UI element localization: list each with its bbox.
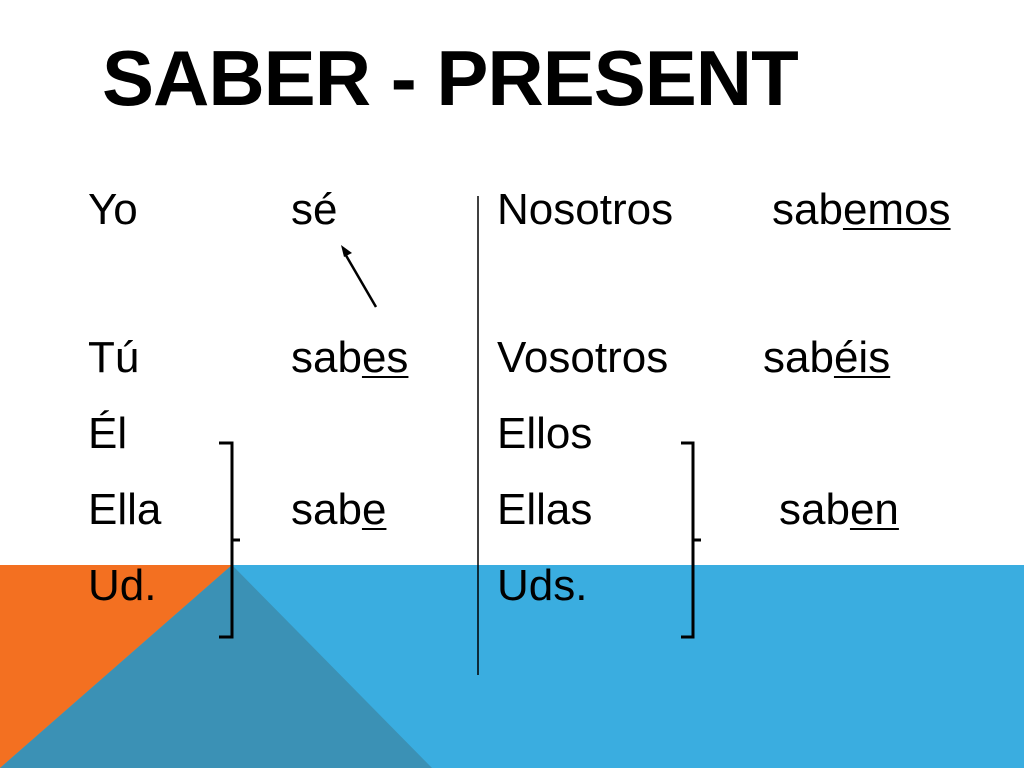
pronoun-vosotros: Vosotros bbox=[497, 333, 669, 382]
pronoun-el: Él bbox=[88, 409, 128, 458]
slide-title: SABER - PRESENT bbox=[102, 34, 799, 122]
verb-nosotros-ending: emos bbox=[842, 185, 951, 234]
verb-yo-stem: sé bbox=[291, 185, 338, 234]
steel-blue-triangle bbox=[0, 565, 432, 768]
verb-ellas: saben bbox=[779, 484, 899, 536]
verb-tu-stem: sab bbox=[291, 333, 362, 382]
pronoun-ellos: Ellos bbox=[497, 409, 593, 458]
verb-nosotros-stem: sab bbox=[772, 185, 843, 234]
pronoun-ellas: Ellas bbox=[497, 485, 593, 534]
pronoun-ud: Ud. bbox=[88, 561, 157, 610]
verb-ellas-stem: sab bbox=[779, 485, 850, 534]
verb-yo: sé bbox=[291, 184, 337, 236]
verb-vosotros-ending: éis bbox=[833, 333, 891, 382]
verb-tu-ending: es bbox=[361, 333, 409, 382]
verb-nosotros: sabemos bbox=[772, 184, 951, 236]
pronoun-nosotros: Nosotros bbox=[497, 185, 674, 234]
verb-vosotros: sabéis bbox=[763, 332, 890, 384]
verb-ella-ending: e bbox=[361, 485, 387, 534]
verb-ellas-ending: en bbox=[849, 485, 899, 534]
verb-vosotros-stem: sab bbox=[763, 333, 834, 382]
verb-ella: sabe bbox=[291, 484, 386, 536]
verb-ella-stem: sab bbox=[291, 485, 362, 534]
pronoun-tu: Tú bbox=[88, 333, 140, 382]
pronoun-yo: Yo bbox=[88, 185, 138, 234]
pronoun-ella: Ella bbox=[88, 485, 162, 534]
verb-tu: sabes bbox=[291, 332, 408, 384]
pronoun-uds: Uds. bbox=[497, 561, 588, 610]
